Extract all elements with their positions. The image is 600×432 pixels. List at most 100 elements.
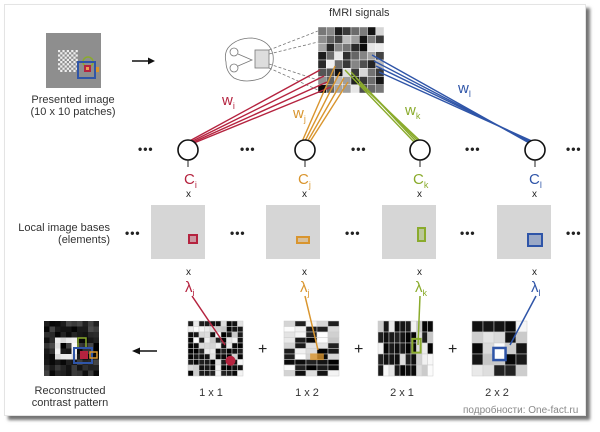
recon-cell — [44, 370, 50, 376]
unit-node-j — [294, 139, 316, 161]
pattern-cell — [215, 320, 222, 327]
pattern-cell — [198, 320, 205, 327]
pattern-cell — [515, 353, 528, 366]
recon-cell — [60, 343, 66, 349]
pattern-cell — [204, 370, 211, 377]
recon-cell — [55, 365, 61, 371]
weight-line-i — [183, 69, 321, 145]
pattern-cell — [377, 320, 384, 333]
pattern-cell — [209, 370, 216, 377]
lambda-connector-i — [191, 295, 226, 346]
pattern-cell — [193, 331, 200, 338]
pattern-cell — [193, 342, 200, 349]
pattern-cell — [399, 364, 406, 377]
pattern-cell — [193, 353, 200, 360]
fmri-signal-grid — [317, 26, 385, 94]
arrow-left-icon — [132, 347, 157, 355]
recon-cell — [44, 321, 50, 327]
recon-cell — [88, 326, 94, 332]
pattern-image-j — [283, 320, 340, 377]
recon-cell — [93, 370, 99, 376]
fmri-voxel — [317, 26, 327, 36]
pattern-cell — [283, 359, 296, 366]
weight-label-i: wi — [222, 92, 235, 111]
pattern-cell — [388, 331, 395, 344]
lambda-connector-l — [509, 295, 537, 346]
lambda-connector-j — [304, 295, 319, 351]
pattern-cell — [231, 348, 238, 355]
fmri-voxel — [317, 51, 327, 61]
recon-outline-j — [89, 351, 98, 359]
recon-cell — [49, 337, 55, 343]
fmri-voxel — [317, 59, 327, 69]
recon-cell — [49, 332, 55, 338]
coef-label-i: Ci — [184, 171, 197, 190]
recon-cell — [93, 326, 99, 332]
recon-cell — [71, 370, 77, 376]
pattern-image-i — [187, 320, 244, 377]
recon-cell — [49, 343, 55, 349]
pattern-cell — [388, 342, 395, 355]
coef-label-k: Ck — [413, 171, 429, 190]
pattern-cell — [198, 337, 205, 344]
recon-cell — [44, 359, 50, 365]
fmri-voxel — [367, 76, 376, 85]
recon-cell — [88, 365, 94, 371]
weight-line-k — [359, 83, 424, 145]
pattern-cell — [383, 331, 390, 344]
pattern-cell — [231, 342, 238, 349]
pattern-cell — [198, 326, 205, 333]
fmri-voxel — [375, 35, 385, 44]
pattern-cell — [193, 326, 200, 333]
fmri-voxel — [317, 68, 327, 77]
recon-cell — [60, 354, 66, 360]
pattern-cell — [237, 370, 244, 377]
pattern-cell — [283, 326, 296, 333]
coef-label-l: Cl — [529, 171, 542, 190]
pattern-cell — [427, 364, 434, 377]
pattern-cell — [220, 326, 227, 333]
pattern-cell — [187, 320, 194, 327]
pattern-cell — [515, 331, 528, 344]
times-sign: x — [417, 267, 422, 278]
recon-cell — [55, 354, 61, 360]
fmri-voxel — [326, 59, 335, 69]
recon-cell — [49, 326, 55, 332]
pattern-cell — [220, 348, 227, 355]
basis-patch-outline-l — [527, 233, 543, 247]
reconstructed-label-line2: contrast pattern — [31, 397, 109, 409]
pattern-cell — [231, 364, 238, 371]
recon-cell — [49, 359, 55, 365]
pattern-cell — [399, 320, 406, 333]
pattern-cell — [327, 348, 340, 355]
pattern-cell — [215, 359, 222, 366]
recon-cell — [88, 337, 94, 343]
pattern-cell — [327, 326, 340, 333]
fmri-voxel — [359, 35, 368, 44]
lambda-label-i: λi — [185, 279, 195, 298]
presented-image-label: Presented image (10 x 10 patches) — [14, 94, 132, 118]
basis-patch-outline-i — [188, 234, 198, 244]
unit-node-i — [177, 139, 199, 161]
recon-cell — [82, 326, 88, 332]
pattern-cell — [237, 337, 244, 344]
recon-cell — [82, 365, 88, 371]
pattern-cell — [226, 348, 233, 355]
pattern-cell — [493, 364, 506, 377]
pattern-cell — [405, 320, 412, 333]
pattern-cell — [327, 370, 340, 377]
plus-sign: + — [258, 341, 268, 358]
recon-cell — [60, 359, 66, 365]
pattern-cell — [294, 364, 307, 371]
recon-cell — [55, 326, 61, 332]
recon-cell — [44, 343, 50, 349]
pattern-highlight-j — [310, 353, 324, 361]
recon-cell — [77, 337, 83, 343]
pattern-cell — [427, 353, 434, 366]
pattern-cell — [283, 320, 296, 327]
pattern-cell — [394, 320, 401, 333]
recon-cell — [66, 332, 72, 338]
recon-cell — [71, 337, 77, 343]
pattern-cell — [316, 364, 329, 371]
scale-label-1x2: 1 x 2 — [295, 387, 319, 399]
